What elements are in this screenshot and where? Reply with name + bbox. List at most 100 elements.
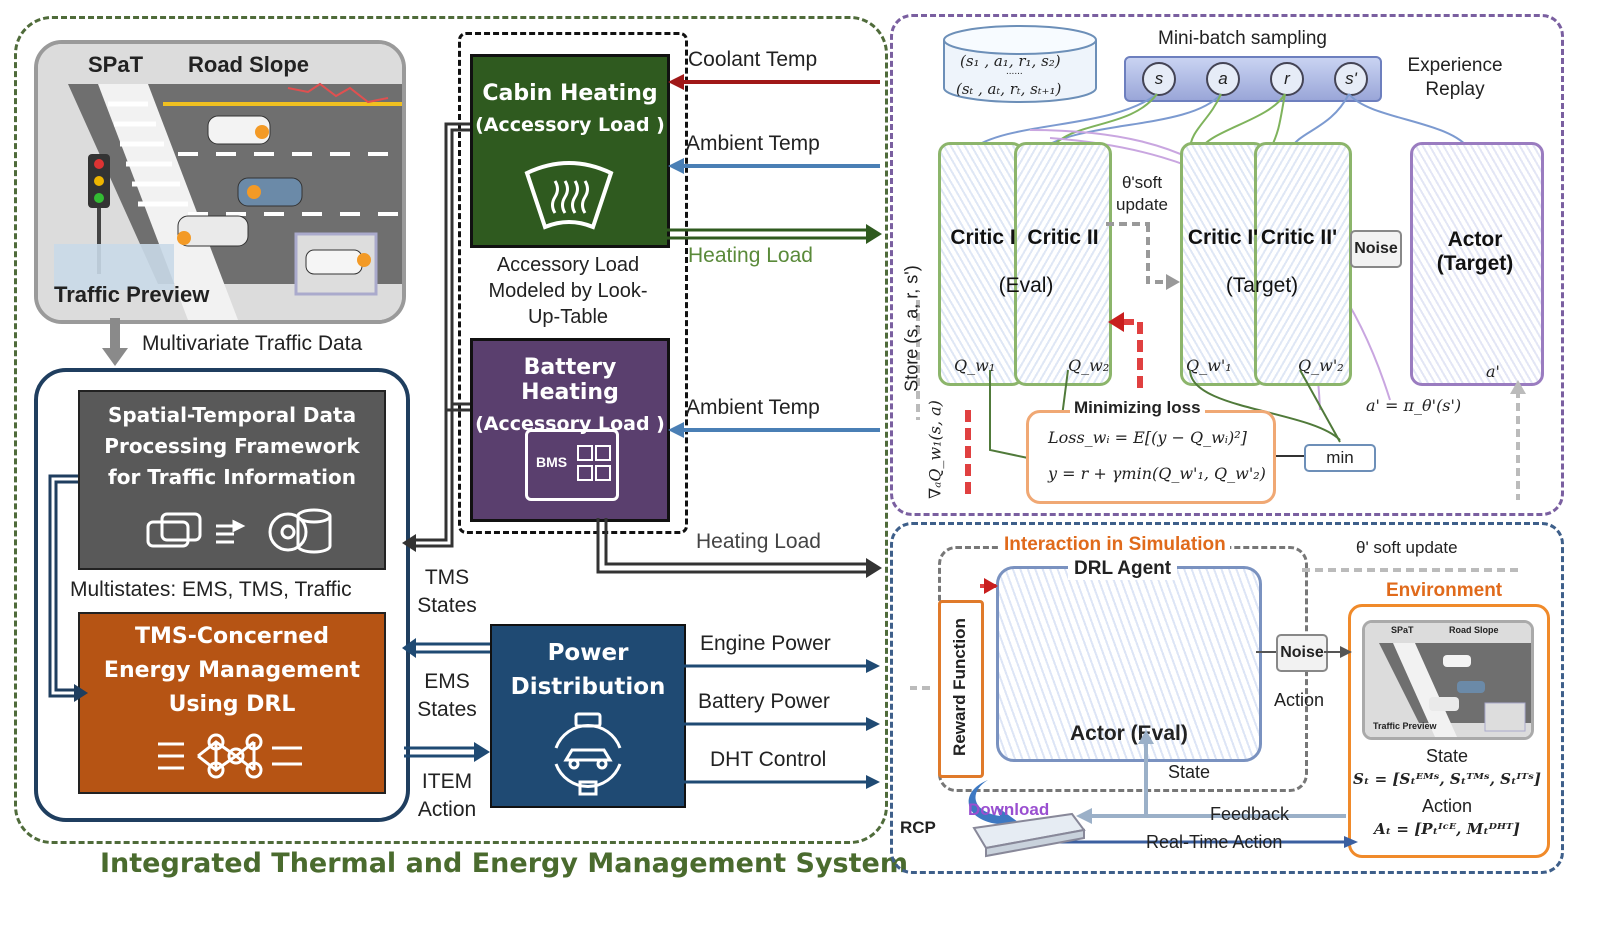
sample-s-node: s <box>1142 62 1176 96</box>
sample-s-text: s <box>1154 69 1164 88</box>
actor-policy-eq: a' = π_θ'(s') <box>1366 396 1462 415</box>
minimizing-loss-title: Minimizing loss <box>1070 398 1205 418</box>
road-slope-label: Road Slope <box>188 52 310 77</box>
mini-preview-label: Traffic Preview <box>1373 721 1437 731</box>
download-label: Download <box>968 800 1050 819</box>
actor-eval-label: Actor (Eval) <box>1070 722 1188 745</box>
sample-r-node: r <box>1270 62 1304 96</box>
tms-drl-title: TMS-Concerned Energy Management Using DR… <box>103 624 361 717</box>
heating-load-label-2: Heating Load <box>696 530 821 553</box>
grad-label: ∇ₐQ_w₁(s, a) <box>925 400 945 499</box>
mini-slope-label: Road Slope <box>1449 625 1499 635</box>
system-title: Integrated Thermal and Energy Management… <box>100 848 908 879</box>
critic-1-network <box>938 142 1024 386</box>
env-state-label: State <box>1425 746 1469 766</box>
noise-sim-text: Noise <box>1280 644 1324 661</box>
mini-batch-label: Mini-batch sampling <box>1158 28 1327 49</box>
env-state-eq: Sₜ = [Sₜᴱᴹˢ, Sₜᵀᴹˢ, Sₜᴵᵀˢ] <box>1352 770 1541 788</box>
coolant-temp-label: Coolant Temp <box>688 48 818 71</box>
drl-training-frame <box>890 14 1564 516</box>
min-box: min <box>1304 444 1376 472</box>
critic-2t-network <box>1254 142 1352 386</box>
actor-target-network <box>1410 142 1544 386</box>
states-feedback-lines <box>48 474 88 702</box>
q-w2p-label: Q_w'₂ <box>1298 356 1344 375</box>
battery-cells-glyph <box>577 445 611 481</box>
mini-traffic-image <box>1365 623 1531 737</box>
tms-drl-box: TMS-Concerned Energy Management Using DR… <box>78 612 386 794</box>
critic-target-label: (Target) <box>1225 274 1299 297</box>
buffer-dots: ...... <box>1006 66 1023 77</box>
soft-update-label-1: θ'soft update <box>1116 173 1168 214</box>
traffic-preview-caption: Traffic Preview <box>54 282 210 307</box>
action-label-sim: Action <box>1274 690 1325 710</box>
multistates-label: Multistates: EMS, TMS, Traffic <box>70 578 352 601</box>
sample-r-text: r <box>1284 69 1290 88</box>
critic-1t-label: Critic I' <box>1187 226 1259 249</box>
engine-power-label: Engine Power <box>700 632 831 655</box>
accessory-load-group <box>458 32 688 534</box>
traffic-scene-image <box>38 44 402 320</box>
replay-buffer-cylinder <box>943 25 1097 103</box>
critic-1t-network <box>1180 142 1266 386</box>
simulation-arrows <box>910 568 1518 848</box>
simulation-frame <box>890 522 1564 874</box>
env-action-eq: Aₜ = [Pₜᴵᶜᴱ, Mₜᴰᴴᵀ] <box>1373 820 1521 838</box>
y-equation: y = r + γmin(Q_w'₁, Q_w'₂) <box>1048 464 1266 483</box>
dht-control-label: DHT Control <box>710 748 827 771</box>
tms-states-label: TMS States <box>417 566 477 617</box>
store-label: Store (s, a, r, s') <box>901 265 922 392</box>
soft-update-label-2: θ' soft update <box>1356 538 1458 557</box>
control-frame <box>34 368 410 822</box>
actor-target-label: Actor (Target) <box>1436 228 1514 275</box>
multivariate-label: Multivariate Traffic Data <box>142 332 363 355</box>
min-text: min <box>1326 448 1354 467</box>
neural-network-icon <box>158 733 302 779</box>
accessory-note: Accessory Load Modeled by Look-Up-Table <box>488 254 648 328</box>
q-w1-label: Q_w₁ <box>954 356 996 375</box>
signal-arrows <box>402 74 882 789</box>
environment-label: Environment <box>1386 580 1503 601</box>
env-action-label: Action <box>1421 796 1473 816</box>
sample-sp-text: s' <box>1345 69 1357 88</box>
critic-1-label: Critic I <box>950 226 1016 249</box>
integrated-system-frame <box>14 16 888 844</box>
battery-heating-subtitle: (Accessory Load ) <box>475 413 665 435</box>
sample-a-text: a <box>1218 69 1228 88</box>
mini-spat-label: SPaT <box>1391 625 1414 635</box>
critic-2-network <box>1014 142 1112 386</box>
noise-box-training: Noise <box>1350 230 1402 268</box>
interaction-label: Interaction in Simulation <box>1000 534 1230 556</box>
bms-icon: BMS <box>525 429 619 501</box>
loss-equation: Loss_wᵢ = E[(y − Q_wᵢ)²] <box>1048 428 1247 447</box>
spatial-temporal-title: Spatial-Temporal Data Processing Framewo… <box>104 403 360 489</box>
power-distribution-title: Power Distribution <box>510 640 666 700</box>
power-cycle-icon <box>554 712 622 796</box>
environment-mini-preview: SPaT Road Slope Traffic Preview <box>1362 620 1534 740</box>
traffic-preview-frame <box>34 40 406 324</box>
ambient-temp-label-1: Ambient Temp <box>686 132 820 155</box>
q-w1p-label: Q_w'₁ <box>1186 356 1232 375</box>
item-action-label: ITEM Action <box>417 770 477 821</box>
arrow-traffic-down <box>102 318 128 366</box>
a-prime-label: a' <box>1486 362 1500 381</box>
bms-label: BMS <box>536 454 568 470</box>
cabin-heating-subtitle: (Accessory Load ) <box>475 114 665 136</box>
critic-2-label: Critic II <box>1027 226 1099 249</box>
rcp-label: RCP <box>900 818 936 837</box>
ambient-temp-label-2: Ambient Temp <box>686 396 820 419</box>
critic-eval-label: (Eval) <box>998 274 1054 297</box>
battery-heating-title: Battery Heating <box>521 355 619 405</box>
cabin-heating-title: Cabin Heating <box>482 81 658 106</box>
spatial-temporal-box: Spatial-Temporal Data Processing Framewo… <box>78 390 386 570</box>
battery-power-label: Battery Power <box>698 690 830 713</box>
ems-states-label: EMS States <box>417 670 477 721</box>
buffer-row-2: (sₜ , aₜ, rₜ, sₜ₊₁) <box>956 80 1062 98</box>
battery-heating-box: Battery Heating (Accessory Load ) BMS <box>470 338 670 522</box>
q-w2-label: Q_w₂ <box>1068 356 1110 375</box>
realtime-action-label: Real-Time Action <box>1146 832 1283 852</box>
traffic-processing-icon <box>146 508 332 554</box>
power-distribution-box: Power Distribution <box>490 624 686 808</box>
buffer-row-1: (s₁ , a₁, r₁, s₂) <box>960 52 1061 70</box>
spat-label: SPaT <box>88 52 144 77</box>
